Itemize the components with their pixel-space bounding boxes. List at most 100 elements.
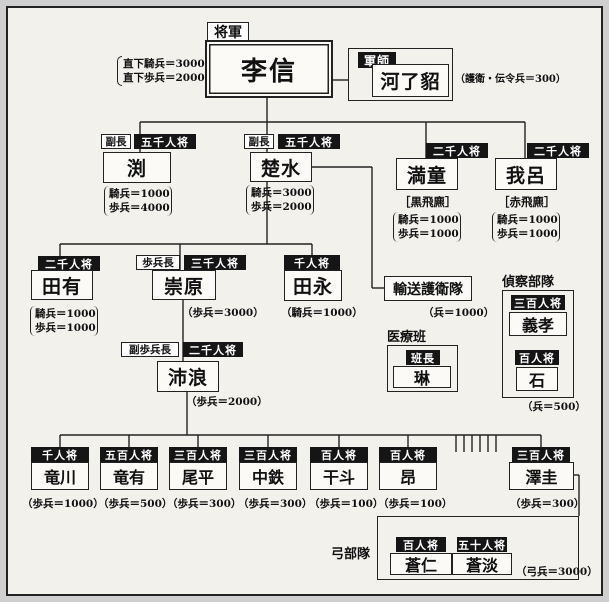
scout-box-1: 義孝 (509, 312, 567, 336)
mantou-troops-1: 騎兵＝1000 (398, 214, 459, 226)
denei-troops: （騎兵＝1000） (281, 307, 363, 319)
archers-rank-tag-1: 百人将 (396, 537, 446, 552)
archers-box-2: 蒼淡 (452, 553, 512, 575)
archers-box-1: 蒼仁 (390, 553, 452, 575)
bottom-rank-tag-2: 五百人将 (100, 447, 158, 462)
denei-name: 田永 (292, 276, 333, 298)
bottom-troops-5: （歩兵＝100） (309, 498, 384, 510)
vice2-rank-tag: 五千人将 (278, 134, 340, 149)
vice2-troops-1: 騎兵＝3000 (251, 187, 312, 199)
vice1-rank-tag: 五千人将 (134, 134, 196, 149)
medical-rank-tag: 班長 (406, 350, 440, 365)
scout-rank-tag-1: 三百人将 (511, 295, 565, 310)
bottom-troops-3: （歩兵＝300） (167, 498, 242, 510)
archers-label: 弓部隊 (331, 547, 371, 562)
sugen-box: 崇原 (152, 270, 216, 300)
archers-name-2: 蒼淡 (465, 556, 498, 575)
hairou-rank-tag: 二千人将 (183, 342, 243, 357)
denyu-troops-1: 騎兵＝1000 (35, 308, 96, 320)
vice2-name: 楚水 (260, 157, 301, 180)
bottom-name-3: 尾平 (181, 468, 214, 487)
bottom-name-4: 中鉄 (251, 468, 284, 487)
vice1-troops-2: 歩兵＝4000 (109, 202, 170, 214)
garo-box: 我呂 (495, 158, 557, 190)
bottom-name-2: 竜有 (112, 468, 145, 487)
strategist-troops: （護衛・伝令兵＝300） (455, 74, 566, 85)
vice2-bracket (246, 185, 314, 215)
scout-rank-tag-2: 百人将 (515, 350, 559, 365)
bottom-name-5: 干斗 (322, 468, 355, 487)
archers-name-1: 蒼仁 (404, 556, 437, 575)
bottom-rank-tag-4: 三百人将 (239, 447, 297, 462)
bottom-box-4: 中鉄 (239, 462, 297, 490)
hairou-role-tag: 副歩兵長 (121, 342, 179, 357)
bottom-rank-tag-1: 千人将 (31, 447, 89, 462)
bottom-box-5: 干斗 (310, 462, 368, 490)
denyu-troops-2: 歩兵＝1000 (35, 322, 96, 334)
scout-name-1: 義孝 (521, 316, 554, 335)
archers-rank-tag-2: 五十人将 (457, 537, 507, 552)
bottom-troops-7: （歩兵＝300） (510, 498, 585, 510)
bottom-rank-tag-5: 百人将 (310, 447, 368, 462)
general-troops-2: 直下歩兵＝2000 (123, 72, 205, 84)
garo-name: 我呂 (505, 164, 546, 187)
mantou-box: 満童 (396, 158, 458, 190)
strategist-name: 河了貂 (380, 71, 441, 93)
garo-troops-2: 歩兵＝1000 (497, 228, 558, 240)
vice1-box: 渕 (103, 152, 171, 183)
scout-box-2: 石 (516, 367, 558, 391)
escort-troops: （兵＝1000） (423, 307, 495, 319)
bottom-box-3: 尾平 (169, 462, 227, 490)
vice1-name: 渕 (126, 158, 147, 180)
vice2-role-tag: 副長 (244, 134, 274, 149)
mantou-alias: ［黒飛麃］ (399, 195, 457, 209)
garo-troops-1: 騎兵＝1000 (497, 214, 558, 226)
scout-troops: （兵＝500） (522, 401, 586, 413)
vice2-troops-2: 歩兵＝2000 (251, 201, 312, 213)
chart-frame (6, 6, 603, 596)
bottom-troops-4: （歩兵＝300） (238, 498, 313, 510)
strategist-box: 河了貂 (372, 64, 449, 97)
hairou-troops: （歩兵＝2000） (186, 396, 268, 408)
sugen-troops: （歩兵＝3000） (182, 307, 264, 319)
garo-bracket (492, 212, 560, 242)
mantou-name: 満童 (406, 164, 447, 187)
garo-rank-tag: 二千人将 (527, 143, 589, 158)
general-box: 李信 (205, 40, 333, 98)
mantou-troops-2: 歩兵＝1000 (398, 228, 459, 240)
garo-alias: ［赤飛麃］ (498, 195, 556, 209)
denyu-rank-tag: 二千人将 (38, 256, 100, 271)
scout-label: 偵察部隊 (502, 275, 555, 290)
general-rank-tag: 将軍 (207, 22, 249, 42)
vice1-role-tag: 副長 (101, 134, 131, 149)
sugen-rank-tag: 三千人将 (184, 255, 246, 270)
bottom-box-1: 竜川 (31, 462, 89, 490)
scout-name-2: 石 (528, 371, 545, 390)
bottom-rank-tag-7: 三百人将 (512, 447, 570, 462)
scout-frame (502, 290, 574, 398)
general-troops-1: 直下騎兵＝3000 (123, 58, 205, 70)
bottom-name-1: 竜川 (43, 468, 76, 487)
bottom-rank-tag-6: 百人将 (379, 447, 437, 462)
vice2-box: 楚水 (250, 152, 312, 182)
medical-name: 琳 (413, 369, 430, 388)
medical-frame (387, 345, 458, 392)
denyu-box: 田有 (31, 270, 93, 300)
sugen-role-tag: 歩兵長 (136, 255, 180, 270)
mantou-rank-tag: 二千人将 (426, 143, 488, 158)
bottom-name-7: 澤圭 (525, 468, 558, 487)
denei-rank-tag: 千人将 (284, 255, 340, 270)
bottom-name-6: 昂 (399, 468, 416, 487)
sugen-name: 崇原 (163, 275, 204, 298)
medical-box: 琳 (393, 366, 451, 388)
mantou-bracket (393, 212, 461, 242)
general-troops-bracket-left (117, 56, 122, 86)
bottom-rank-tag-3: 三百人将 (169, 447, 227, 462)
bottom-troops-1: （歩兵＝1000） (22, 498, 104, 510)
strategist-frame (348, 48, 453, 101)
bottom-troops-6: （歩兵＝100） (378, 498, 453, 510)
denyu-name: 田有 (41, 275, 82, 298)
bottom-box-2: 竜有 (100, 462, 158, 490)
escort-name: 輸送護衛隊 (393, 281, 463, 298)
